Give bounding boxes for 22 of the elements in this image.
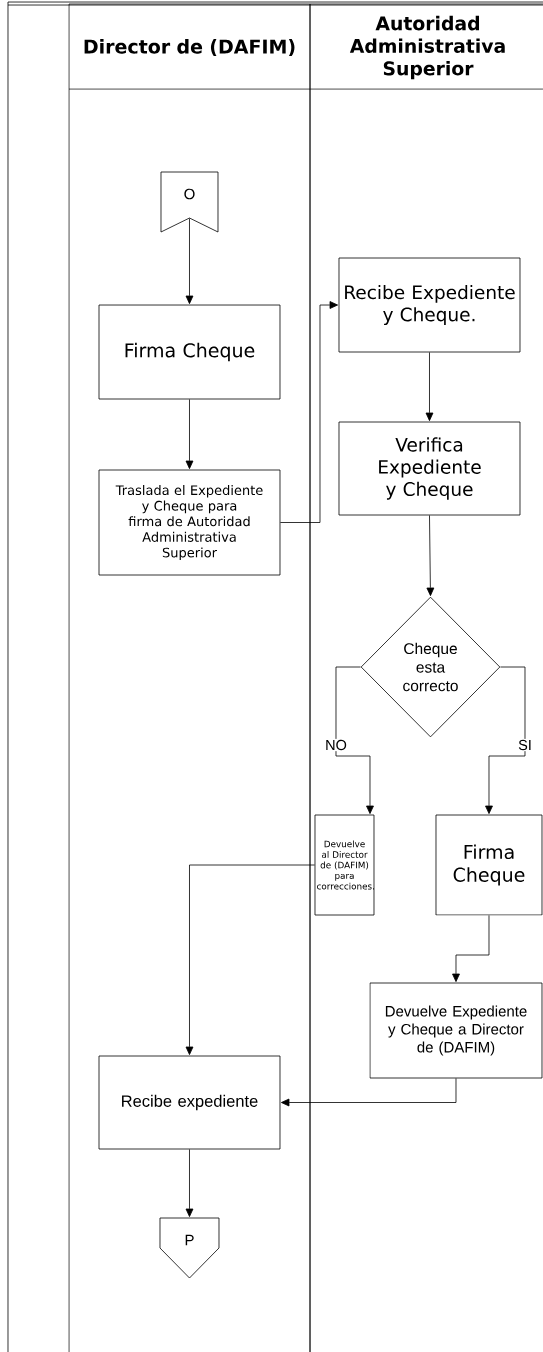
arrow <box>335 666 374 814</box>
process-box: Firma Cheque <box>98 304 281 400</box>
offpage-connector: P <box>159 1217 220 1279</box>
arrow <box>185 399 194 470</box>
process-box: Verifica Expediente y Cheque <box>338 421 521 516</box>
process-box: Firma Cheque <box>435 814 543 916</box>
arrow <box>185 864 315 1055</box>
arrow <box>425 352 434 422</box>
arrow <box>485 666 526 814</box>
process-box: Traslada el Expediente y Cheque para firma de Autoridad Administrativa Superior <box>98 469 281 576</box>
arrow <box>185 1149 194 1217</box>
offpage-connector: O <box>160 171 219 233</box>
edge-label: NO <box>324 738 348 752</box>
arrow <box>452 915 490 982</box>
arrow <box>281 1078 457 1107</box>
arrow <box>280 301 338 523</box>
process-box: Devuelve Expediente y Cheque a Director de (DAFIM) <box>369 982 543 1079</box>
process-box: Devuelve al Director de (DAFIM) para correcciones. <box>314 814 375 916</box>
process-box: Recibe expediente <box>98 1055 281 1150</box>
edge-label: SI <box>517 738 533 752</box>
arrow <box>426 515 435 597</box>
process-box: Recibe Expediente y Cheque. <box>338 257 521 353</box>
